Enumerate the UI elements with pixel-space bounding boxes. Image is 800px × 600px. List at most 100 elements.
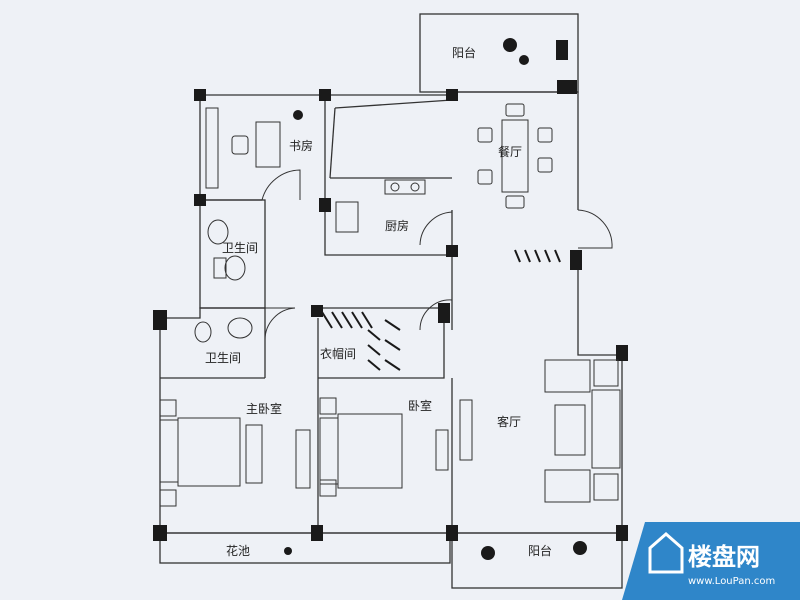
dining-chair <box>505 195 525 209</box>
armchair <box>544 359 591 393</box>
column <box>556 40 568 60</box>
plant-icon <box>573 541 587 555</box>
column <box>446 89 458 101</box>
column <box>446 525 458 541</box>
living-tv <box>459 399 473 461</box>
basin <box>207 219 229 245</box>
bedroom-door <box>419 299 453 331</box>
side-table <box>593 473 619 501</box>
dining-chair <box>537 157 553 173</box>
living-sofa-set <box>544 359 621 503</box>
study-door <box>261 169 301 201</box>
house-icon <box>648 532 684 574</box>
bedroom-headboard <box>319 417 339 485</box>
label-master-bedroom: 主卧室 <box>246 401 282 416</box>
column <box>319 198 331 212</box>
study-desk <box>255 121 281 168</box>
logo-brand: 楼盘网 <box>688 543 760 571</box>
label-planter: 花池 <box>226 543 250 558</box>
room-labels: 阳台 书房 餐厅 厨房 卫生间 卫生间 衣帽间 主卧室 卧室 客厅 花池 阳台 <box>205 45 552 558</box>
label-balcony-top: 阳台 <box>452 45 476 60</box>
column <box>616 345 628 361</box>
armchair <box>544 469 591 503</box>
balcony-bottom-outline <box>451 532 623 589</box>
nightstand <box>159 399 177 417</box>
nightstand <box>319 479 337 497</box>
basin <box>227 317 253 339</box>
dining-chair <box>537 127 553 143</box>
toilet <box>224 255 246 281</box>
toilet <box>194 321 212 343</box>
bath-lower-wall <box>160 307 266 378</box>
label-living: 客厅 <box>497 414 521 429</box>
dining-chair <box>477 127 493 143</box>
nightstand <box>319 397 337 415</box>
columns <box>153 40 628 541</box>
closet-hatching <box>321 249 561 371</box>
column <box>311 525 323 541</box>
dining-chair <box>477 169 493 185</box>
column <box>153 525 167 541</box>
label-bath-lower: 卫生间 <box>205 351 241 365</box>
plant-icon <box>284 547 292 555</box>
column <box>319 89 331 101</box>
column <box>194 194 206 206</box>
dining-table <box>501 119 529 193</box>
master-wardrobe <box>295 429 311 489</box>
dining-set <box>477 103 553 209</box>
label-bath-upper: 卫生间 <box>222 241 258 255</box>
study-furniture <box>205 107 281 189</box>
kitchen-sink <box>335 201 359 233</box>
plant-icon <box>481 546 495 560</box>
watermark-logo: 楼盘网 www.LouPan.com <box>622 522 800 600</box>
bath-fixtures <box>194 219 253 343</box>
side-table <box>593 359 619 387</box>
kitchen-door <box>419 211 453 246</box>
logo-background <box>622 522 800 600</box>
logo-url: www.LouPan.com <box>688 576 775 587</box>
column <box>438 303 450 323</box>
bedroom-furniture <box>319 397 473 497</box>
label-dining: 餐厅 <box>498 144 522 159</box>
label-study: 书房 <box>289 138 313 153</box>
column <box>153 310 167 330</box>
doors <box>261 169 613 341</box>
plant-icon <box>519 55 529 65</box>
plant-icon <box>293 110 303 120</box>
planter-outline <box>159 532 451 564</box>
burner <box>410 182 420 192</box>
dining-door <box>577 209 613 249</box>
study-shelf <box>205 107 219 189</box>
coffee-table <box>554 404 586 456</box>
master-bench <box>245 424 263 484</box>
column <box>557 80 577 94</box>
toilet-tank <box>213 257 227 279</box>
label-kitchen: 厨房 <box>385 218 409 233</box>
kitchen-fixtures <box>335 179 426 233</box>
nightstand <box>159 489 177 507</box>
label-bedroom: 卧室 <box>408 398 432 413</box>
stove <box>384 179 426 195</box>
label-balcony-bottom: 阳台 <box>528 543 552 558</box>
master-headboard <box>159 419 179 483</box>
dining-chair <box>505 103 525 117</box>
column <box>570 250 582 270</box>
column <box>311 305 323 317</box>
kitchen-counter-line <box>334 99 453 109</box>
plants <box>284 38 587 560</box>
bedroom-tv <box>435 429 449 471</box>
column <box>616 525 628 541</box>
column <box>446 245 458 257</box>
closet-door <box>264 307 296 341</box>
study-chair <box>231 135 249 155</box>
plant-icon <box>503 38 517 52</box>
sofa <box>591 389 621 469</box>
closet-wall <box>318 307 445 379</box>
burner <box>390 182 400 192</box>
kitchen-counter-side <box>329 107 336 179</box>
master-furniture <box>159 399 311 507</box>
column <box>194 89 206 101</box>
label-closet: 衣帽间 <box>320 346 356 361</box>
